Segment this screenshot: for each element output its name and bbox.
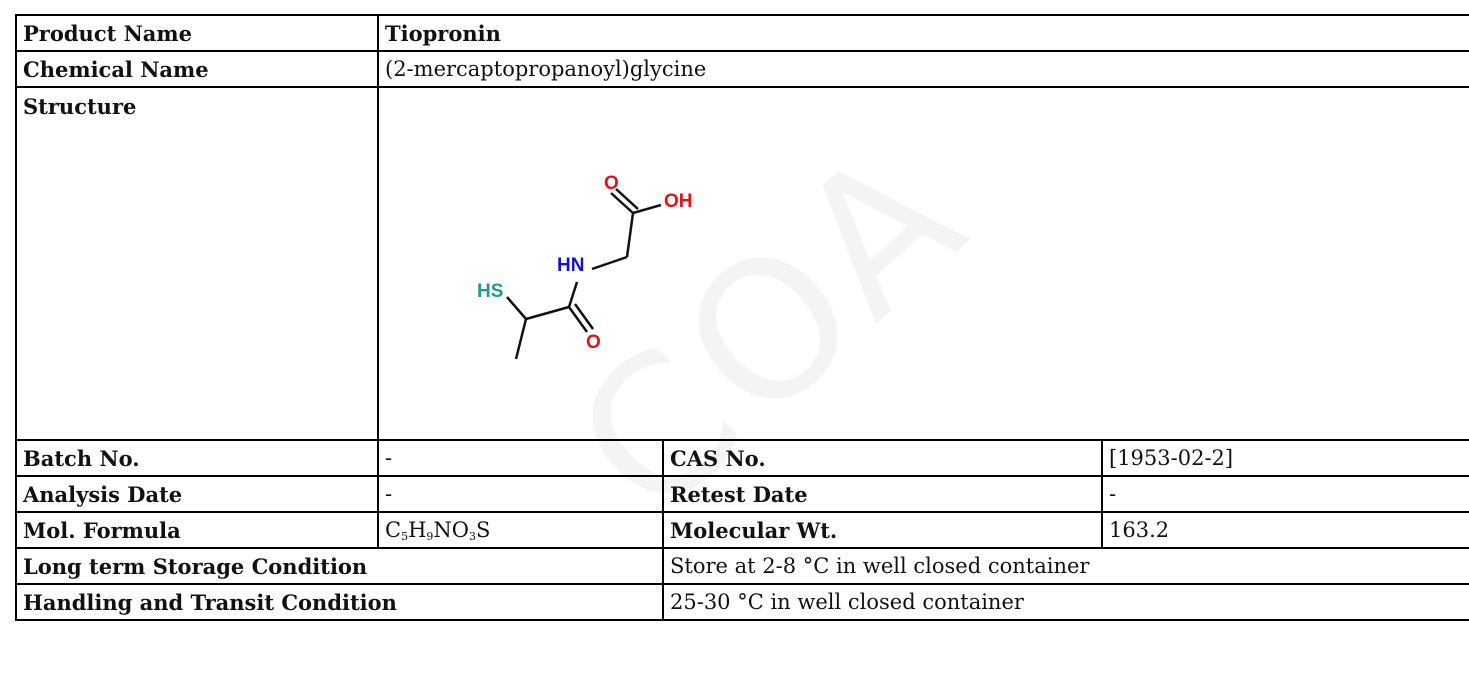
atom-hs: HS <box>477 281 503 302</box>
atom-hn: HN <box>557 255 584 276</box>
structure-label: Structure <box>15 86 379 441</box>
chemical-name-label: Chemical Name <box>15 50 379 88</box>
formula-s: S <box>476 517 491 542</box>
coa-sheet: Product Name Tiopronin Chemical Name (2-… <box>15 14 1469 621</box>
row-product-name: Product Name Tiopronin <box>15 14 1469 52</box>
mol-formula-value: C5H9NO3S <box>377 511 664 549</box>
molecular-wt-label: Molecular Wt. <box>662 511 1103 549</box>
batch-no-label: Batch No. <box>15 439 379 477</box>
row-batch: Batch No. - CAS No. [1953-02-2] <box>15 439 1469 477</box>
molecular-wt-value: 163.2 <box>1101 511 1469 549</box>
structure-image-cell: O OH HN HS O <box>377 86 1469 441</box>
storage-value: Store at 2-8 °C in well closed container <box>662 547 1469 585</box>
cas-no-label: CAS No. <box>662 439 1103 477</box>
bond-lines <box>506 187 662 359</box>
formula-c: C <box>385 517 402 542</box>
formula-no: NO <box>433 517 469 542</box>
row-handling: Handling and Transit Condition 25-30 °C … <box>15 583 1469 621</box>
atom-oh: OH <box>664 191 693 212</box>
handling-value: 25-30 °C in well closed container <box>662 583 1469 621</box>
retest-date-value: - <box>1101 475 1469 513</box>
product-info-table: Product Name Tiopronin Chemical Name (2-… <box>15 14 1469 621</box>
row-storage: Long term Storage Condition Store at 2-8… <box>15 547 1469 585</box>
chemical-name-value: (2-mercaptopropanoyl)glycine <box>377 50 1469 88</box>
atom-o-bottom: O <box>586 332 601 353</box>
formula-c-count: 5 <box>401 529 409 543</box>
row-analysis: Analysis Date - Retest Date - <box>15 475 1469 513</box>
row-structure: Structure <box>15 86 1469 441</box>
batch-no-value: - <box>377 439 664 477</box>
product-name-label: Product Name <box>15 14 379 52</box>
tiopronin-structure-diagram: O OH HN HS O <box>477 173 693 359</box>
retest-date-label: Retest Date <box>662 475 1103 513</box>
cas-no-value: [1953-02-2] <box>1101 439 1469 477</box>
storage-label: Long term Storage Condition <box>15 547 664 585</box>
analysis-date-label: Analysis Date <box>15 475 379 513</box>
formula-o-count: 3 <box>469 529 476 543</box>
row-chemical-name: Chemical Name (2-mercaptopropanoyl)glyci… <box>15 50 1469 88</box>
atom-o-top: O <box>604 173 619 194</box>
analysis-date-value: - <box>377 475 664 513</box>
formula-h-count: 9 <box>426 529 434 543</box>
formula-h: H <box>408 517 427 542</box>
row-formula: Mol. Formula C5H9NO3S Molecular Wt. 163.… <box>15 511 1469 549</box>
product-name-value: Tiopronin <box>377 14 1469 52</box>
mol-formula-label: Mol. Formula <box>15 511 379 549</box>
handling-label: Handling and Transit Condition <box>15 583 664 621</box>
